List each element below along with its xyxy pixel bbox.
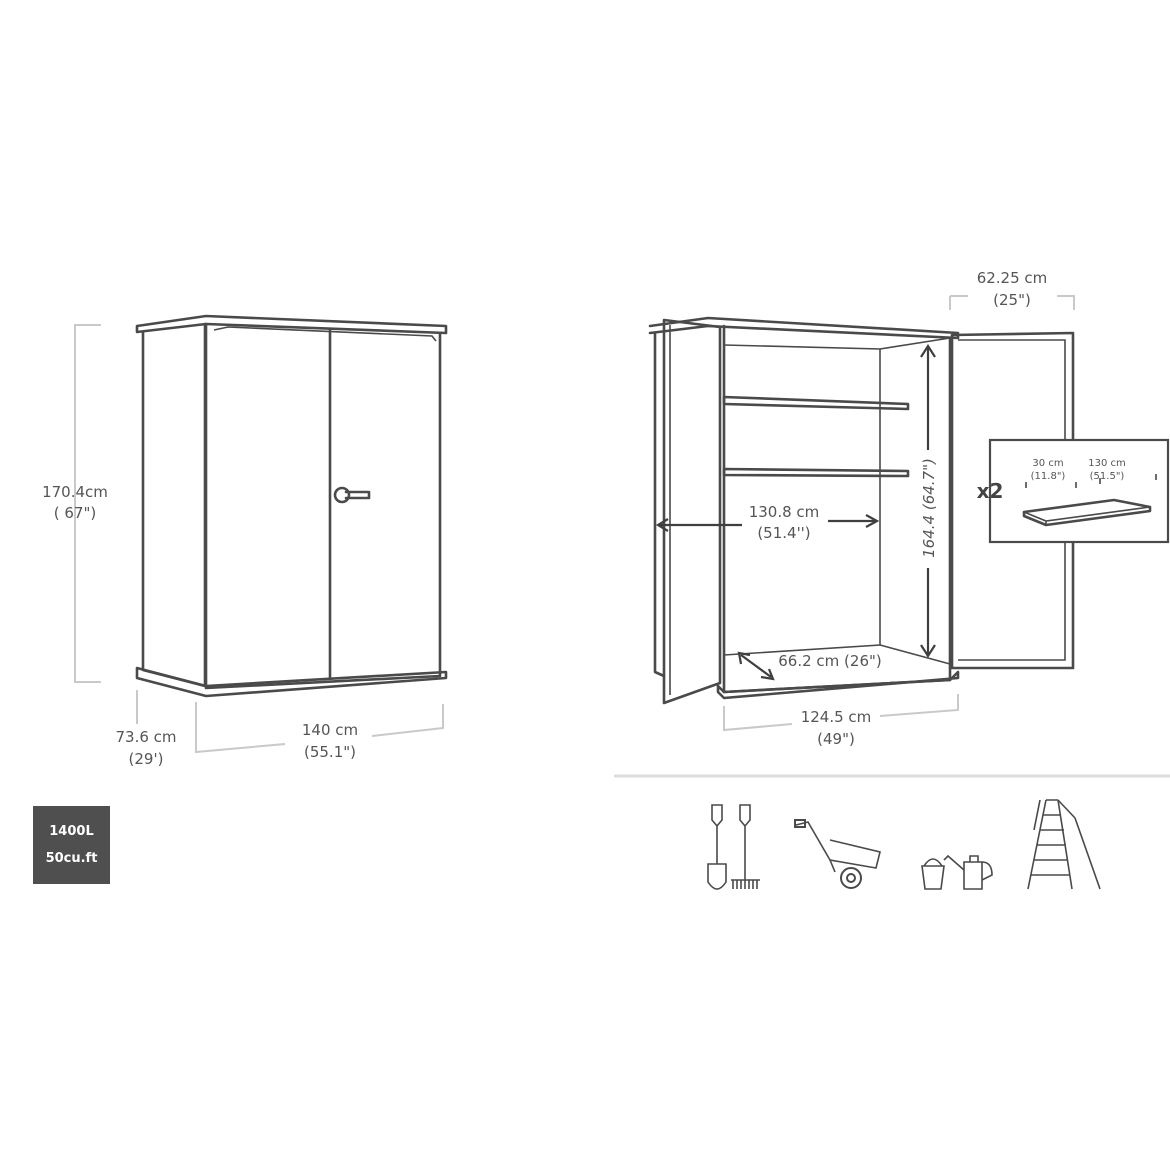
open-cabinet-dimensions: 62.25 cm (25") 164.4 (64.7") 130.8 cm (5…	[655, 269, 1075, 748]
inner-width-cm-label: 130.8 cm	[749, 503, 820, 521]
width-in-label: (55.1")	[304, 743, 356, 761]
front-width-dimension-left	[723, 706, 793, 732]
front-width-in-label: (49")	[817, 730, 855, 748]
shelf-inset: x2 30 cm (11.8") 130 cm (51.5")	[977, 438, 1170, 544]
inner-width-in-label: (51.4'')	[757, 524, 810, 542]
open-cabinet-back-wall	[723, 344, 881, 656]
inner-height-label: 164.4 (64.7")	[920, 458, 938, 558]
depth-in-label: (29')	[129, 750, 164, 768]
door-width-cm-label: 62.25 cm	[977, 269, 1048, 287]
shovel-rake-icon	[707, 804, 760, 890]
closed-cabinet-base	[135, 666, 448, 698]
shelf-length-cm-label: 130 cm	[1088, 458, 1126, 469]
ladder-icon	[1027, 799, 1101, 890]
height-in-label: ( 67")	[54, 504, 96, 522]
width-dimension-line	[371, 704, 444, 737]
inner-depth-arrowheads	[737, 651, 775, 681]
upper-shelf	[722, 395, 910, 411]
lower-shelf	[722, 467, 910, 478]
door-handle-icon	[333, 486, 371, 504]
closed-cabinet-front	[204, 322, 442, 690]
open-cabinet-left-wall	[653, 331, 666, 678]
front-width-cm-label: 124.5 cm	[801, 708, 872, 726]
wheelbarrow-icon	[794, 819, 881, 889]
inner-depth-label: 66.2 cm (26")	[778, 652, 881, 670]
open-cabinet-top	[648, 316, 960, 340]
open-cabinet-back-edges	[879, 337, 951, 665]
shelf-dimension-ticks	[1025, 474, 1157, 488]
depth-dimension-line	[195, 702, 286, 754]
shelf-depth-cm-label: 30 cm	[1032, 458, 1063, 469]
right-open-door	[950, 331, 1075, 670]
closed-cabinet	[135, 314, 448, 698]
shelf-length-in-label: (51.5")	[1090, 471, 1125, 482]
capacity-cubic-feet: 50cu.ft	[45, 851, 98, 866]
shelf-depth-in-label: (11.8")	[1031, 471, 1066, 482]
inner-width-arrowheads	[655, 514, 880, 532]
closed-cabinet-side	[141, 322, 207, 688]
capacity-badge: 1400L 50cu.ft	[33, 806, 110, 884]
front-width-dimension-right	[879, 694, 959, 717]
height-dimension-line	[74, 324, 101, 683]
shelf-inset-frame	[988, 438, 1170, 544]
shelf-board-edge	[1023, 506, 1151, 525]
door-width-dimension-line	[949, 295, 1075, 310]
depth-cm-label: 73.6 cm	[115, 728, 176, 746]
height-cm-label: 170.4cm	[42, 483, 108, 501]
left-open-door	[662, 318, 722, 705]
closed-cabinet-dimensions: 170.4cm ( 67") 73.6 cm (29') 140 cm (55.…	[42, 324, 444, 768]
shelf-board	[1022, 498, 1152, 527]
width-cm-label: 140 cm	[302, 721, 358, 739]
closed-cabinet-top	[135, 314, 448, 335]
inner-depth-arrow	[740, 654, 772, 678]
open-cabinet-base	[716, 670, 960, 700]
bucket-watering-can-icon	[921, 854, 993, 890]
inner-height-arrowheads	[920, 343, 936, 659]
capacity-liters: 1400L	[49, 824, 94, 839]
door-width-in-label: (25")	[993, 291, 1031, 309]
shelf-quantity-label: x2	[977, 479, 1004, 503]
